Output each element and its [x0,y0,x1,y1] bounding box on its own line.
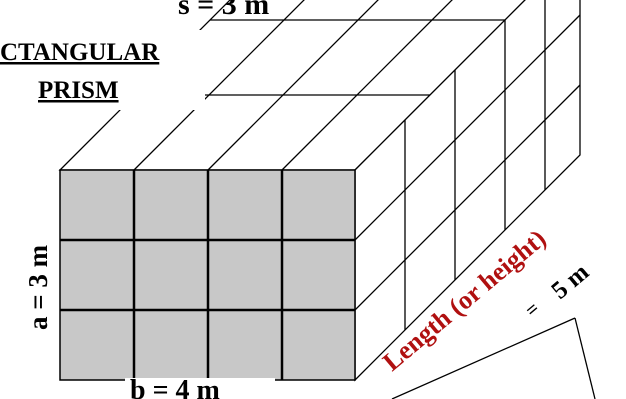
bottom-label-backdrop [125,378,275,399]
left-dimension-label: a = 3 m [23,244,53,330]
top-dimension-label: s = 3 m [178,0,269,21]
prism-right-face [354,0,581,382]
bottom-dimension-label: b = 4 m [130,375,220,399]
length-equals-sign: = [521,298,544,322]
length-value-label: 5 m [547,258,595,304]
prism-front-face [59,169,356,381]
title-backdrop [0,30,205,110]
length-dimension-lines [391,317,596,399]
title-line2: PRISM [38,77,119,104]
title-line1: CTANGULAR [0,39,160,66]
